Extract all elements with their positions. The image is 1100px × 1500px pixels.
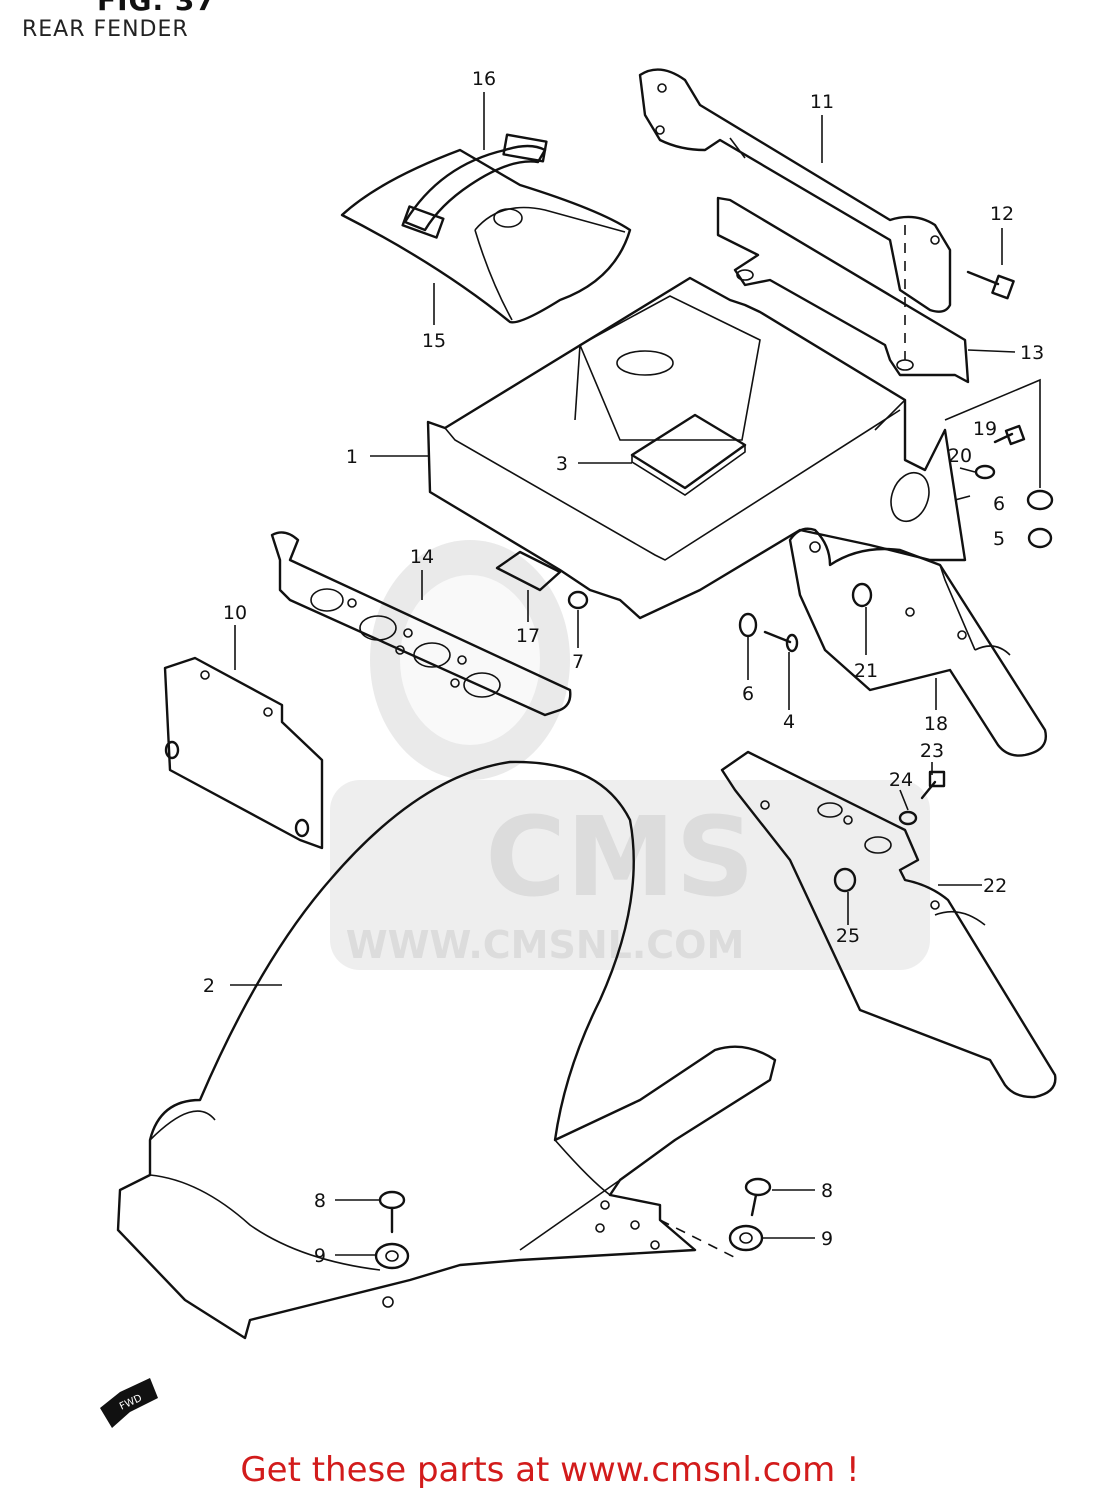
- callout-23[interactable]: 23: [920, 740, 944, 762]
- watermark-url: WWW.CMSNL.COM: [346, 923, 745, 967]
- part-6-nut-upper[interactable]: [1026, 489, 1054, 511]
- callout-14[interactable]: 14: [410, 546, 434, 568]
- part-14-bracket-plate[interactable]: [270, 531, 572, 717]
- part-12-bolt[interactable]: [966, 270, 1015, 300]
- callout-10[interactable]: 10: [223, 602, 247, 624]
- callout-12[interactable]: 12: [990, 203, 1014, 225]
- callout-17[interactable]: 17: [516, 625, 540, 647]
- forward-arrow-icon: FWD: [100, 1378, 158, 1428]
- part-3-rubber-pad[interactable]: [630, 413, 747, 496]
- part-5-nut[interactable]: [1027, 527, 1053, 549]
- callout-3[interactable]: 3: [556, 453, 568, 475]
- part-9-grommet-right[interactable]: [728, 1224, 764, 1252]
- part-25-nut[interactable]: [833, 867, 857, 893]
- part-13-rear-bracket[interactable]: [716, 196, 970, 384]
- callout-24[interactable]: 24: [889, 769, 913, 791]
- callout-19[interactable]: 19: [973, 418, 997, 440]
- part-7-clip-nut[interactable]: [567, 590, 589, 610]
- callout-6-upper[interactable]: 6: [993, 493, 1005, 515]
- figure-number: FIG. 37: [97, 0, 216, 17]
- callout-2[interactable]: 2: [203, 975, 215, 997]
- callout-22[interactable]: 22: [983, 875, 1007, 897]
- part-15-seat-cover[interactable]: [340, 148, 632, 324]
- callout-4[interactable]: 4: [783, 711, 795, 733]
- part-1-storage-tray[interactable]: [426, 276, 967, 620]
- callout-20[interactable]: 20: [948, 445, 972, 467]
- part-21-nut[interactable]: [851, 582, 873, 608]
- part-10-cover-plate[interactable]: [163, 656, 324, 850]
- part-6-washer-lower[interactable]: [738, 612, 758, 638]
- callout-9-right[interactable]: 9: [821, 1228, 833, 1250]
- part-23-bolt[interactable]: [920, 770, 946, 800]
- part-8-screw-left[interactable]: [378, 1190, 406, 1234]
- callout-1[interactable]: 1: [346, 446, 358, 468]
- callout-5[interactable]: 5: [993, 528, 1005, 550]
- part-24-washer[interactable]: [898, 810, 918, 826]
- callout-25[interactable]: 25: [836, 925, 860, 947]
- part-19-bolt[interactable]: [993, 424, 1026, 446]
- callout-18[interactable]: 18: [924, 713, 948, 735]
- callout-16[interactable]: 16: [472, 68, 496, 90]
- part-4-bolt[interactable]: [763, 630, 799, 653]
- part-18-tail-bracket[interactable]: [788, 527, 1047, 757]
- callout-8-right[interactable]: 8: [821, 1180, 833, 1202]
- part-9-grommet-left[interactable]: [374, 1242, 410, 1270]
- callout-13[interactable]: 13: [1020, 342, 1044, 364]
- callout-11[interactable]: 11: [810, 91, 834, 113]
- callout-21[interactable]: 21: [854, 660, 878, 682]
- part-16-seat-strap[interactable]: [401, 133, 548, 239]
- callout-9-left[interactable]: 9: [314, 1245, 326, 1267]
- callout-15[interactable]: 15: [422, 330, 446, 352]
- part-20-washer[interactable]: [974, 464, 996, 480]
- promo-banner[interactable]: Get these parts at www.cmsnl.com !: [240, 1450, 860, 1490]
- cms-watermark: CMS WWW.CMSNL.COM: [330, 540, 930, 970]
- watermark-brand: CMS: [485, 793, 754, 921]
- callout-labels: 16 15 11 12 13 1 3 19 20 6 5 14 17 7 6 4…: [203, 68, 1044, 1267]
- callout-6-lower[interactable]: 6: [742, 683, 754, 705]
- part-17-caution-label[interactable]: [495, 550, 562, 592]
- callout-8-left[interactable]: 8: [314, 1190, 326, 1212]
- leader-lines: [230, 92, 1041, 1256]
- part-22-license-bracket[interactable]: [720, 750, 1057, 1099]
- part-2-rear-fender[interactable]: [116, 760, 777, 1340]
- part-8-screw-right[interactable]: [744, 1177, 772, 1217]
- diagram-title: REAR FENDER: [22, 17, 189, 42]
- part-11-rear-grab-rail[interactable]: [638, 68, 952, 360]
- callout-7[interactable]: 7: [572, 651, 584, 673]
